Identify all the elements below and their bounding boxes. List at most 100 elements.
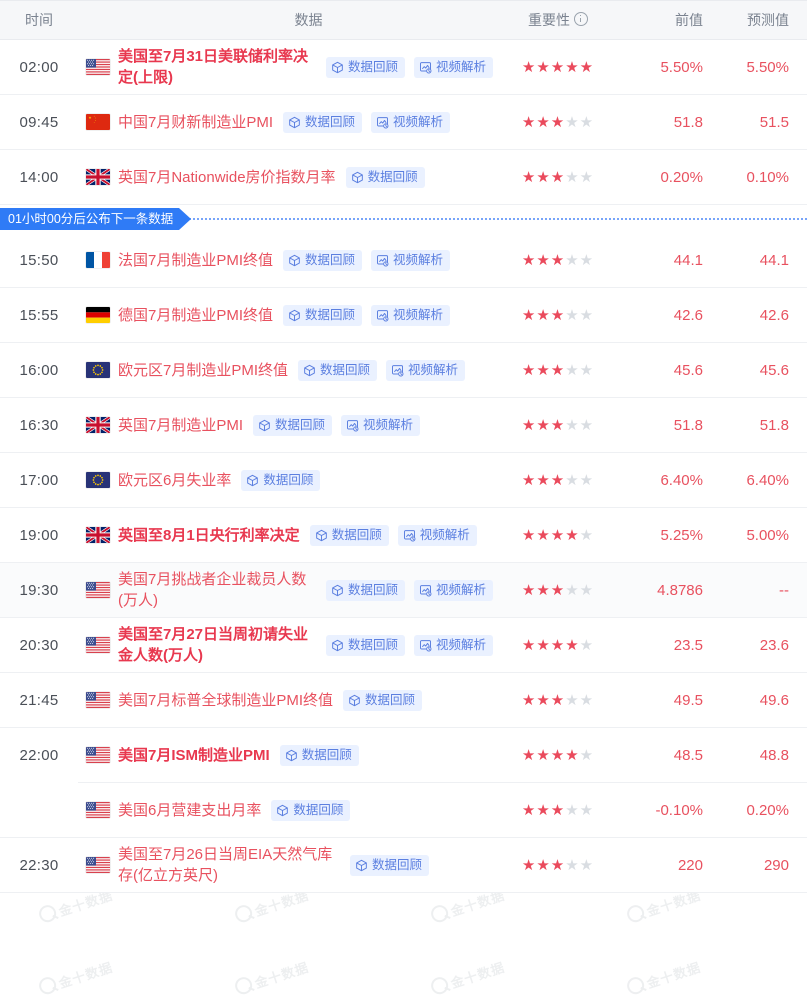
- action-button-label: 数据回顾: [305, 114, 356, 129]
- video-analysis-button[interactable]: 视频解析: [341, 414, 421, 436]
- action-button-label: 数据回顾: [347, 59, 398, 74]
- importance-stars: ★★★★★: [521, 636, 595, 654]
- video-analysis-button[interactable]: 视频解析: [413, 56, 493, 78]
- video-analysis-button[interactable]: 视频解析: [371, 304, 451, 326]
- cn-flag-icon: [78, 114, 118, 130]
- video-analysis-button[interactable]: 视频解析: [386, 359, 466, 381]
- data-review-button[interactable]: 数据回顾: [283, 249, 363, 271]
- forecast-value: 42.6: [759, 306, 789, 324]
- action-button-label: 视频解析: [393, 252, 444, 267]
- row-action-buttons: 数据回顾 视频解析: [325, 634, 493, 656]
- cube-icon: [355, 859, 368, 872]
- event-title-wrap: 欧元区7月制造业PMI终值: [118, 360, 288, 381]
- event-title[interactable]: 欧元区7月制造业PMI终值: [118, 361, 289, 379]
- data-review-button[interactable]: 数据回顾: [325, 56, 405, 78]
- action-button-label: 视频解析: [435, 582, 486, 597]
- video-chart-icon: [419, 61, 432, 74]
- event-title[interactable]: 英国7月制造业PMI: [118, 416, 244, 434]
- data-review-button[interactable]: 数据回顾: [325, 634, 405, 656]
- next-data-banner: 01小时00分后公布下一条数据: [0, 205, 807, 233]
- data-review-button[interactable]: 数据回顾: [350, 854, 430, 876]
- video-analysis-button[interactable]: 视频解析: [371, 111, 451, 133]
- video-chart-icon: [419, 639, 432, 652]
- header-data: 数据: [294, 12, 323, 28]
- row-action-buttons: 数据回顾: [279, 744, 359, 766]
- previous-value: 5.50%: [660, 58, 703, 76]
- data-review-button[interactable]: 数据回顾: [298, 359, 378, 381]
- event-title-wrap: 美国至7月31日美联储利率决定(上限): [118, 46, 316, 88]
- event-title[interactable]: 美国至7月27日当周初请失业金人数(万人): [118, 626, 309, 664]
- event-title[interactable]: 英国7月Nationwide房价指数月率: [118, 168, 336, 186]
- event-title[interactable]: 德国7月制造业PMI终值: [118, 306, 274, 324]
- event-title-wrap: 美国6月营建支出月率: [118, 800, 261, 821]
- event-title[interactable]: 法国7月制造业PMI终值: [118, 251, 274, 269]
- action-button-label: 数据回顾: [347, 637, 398, 652]
- event-title[interactable]: 美国7月标普全球制造业PMI终值: [118, 691, 334, 709]
- event-title[interactable]: 美国6月营建支出月率: [118, 801, 262, 819]
- data-review-button[interactable]: 数据回顾: [253, 414, 333, 436]
- action-button-label: 数据回顾: [301, 747, 352, 762]
- data-review-button[interactable]: 数据回顾: [325, 579, 405, 601]
- us-flag-icon: [78, 637, 118, 653]
- event-title[interactable]: 美国至7月31日美联储利率决定(上限): [118, 48, 309, 86]
- cube-icon: [288, 254, 301, 267]
- row-action-buttons: 数据回顾 视频解析: [325, 579, 493, 601]
- brand-watermark: 金十数据: [232, 957, 311, 999]
- previous-value: 0.20%: [660, 168, 703, 186]
- cube-icon: [351, 171, 364, 184]
- action-button-label: 数据回顾: [372, 857, 423, 872]
- video-chart-icon: [346, 419, 359, 432]
- data-review-button[interactable]: 数据回顾: [279, 744, 359, 766]
- data-review-button[interactable]: 数据回顾: [345, 166, 425, 188]
- row-time: 16:00: [19, 361, 59, 379]
- row-action-buttons: 数据回顾 视频解析: [283, 249, 451, 271]
- data-review-button[interactable]: 数据回顾: [309, 524, 389, 546]
- data-review-button[interactable]: 数据回顾: [283, 304, 363, 326]
- forecast-value: 23.6: [759, 636, 789, 654]
- video-analysis-button[interactable]: 视频解析: [413, 579, 493, 601]
- action-button-label: 数据回顾: [365, 692, 416, 707]
- action-button-label: 视频解析: [435, 637, 486, 652]
- data-review-button[interactable]: 数据回顾: [271, 799, 351, 821]
- action-button-label: 数据回顾: [305, 307, 356, 322]
- event-title[interactable]: 中国7月财新制造业PMI: [118, 113, 274, 131]
- event-title-wrap: 法国7月制造业PMI终值: [118, 250, 273, 271]
- event-title[interactable]: 美国至7月26日当周EIA天然气库存(亿立方英尺): [118, 846, 333, 884]
- video-analysis-button[interactable]: 视频解析: [413, 634, 493, 656]
- row-time: 22:30: [19, 856, 59, 874]
- row-action-buttons: 数据回顾: [350, 854, 430, 876]
- row-data-cell: 英国至8月1日央行利率决定数据回顾视频解析: [118, 524, 499, 546]
- event-title[interactable]: 英国至8月1日央行利率决定: [118, 526, 300, 544]
- event-title-wrap: 美国至7月26日当周EIA天然气库存(亿立方英尺): [118, 844, 340, 886]
- info-icon[interactable]: [574, 12, 588, 26]
- data-review-button[interactable]: 数据回顾: [283, 111, 363, 133]
- event-title[interactable]: 美国7月挑战者企业裁员人数(万人): [118, 571, 307, 609]
- data-review-button[interactable]: 数据回顾: [343, 689, 423, 711]
- table-row[interactable]: 美国6月营建支出月率数据回顾★★★★★-0.10%0.20%: [0, 783, 807, 838]
- data-review-button[interactable]: 数据回顾: [241, 469, 321, 491]
- header-time: 时间: [25, 12, 53, 28]
- event-title[interactable]: 美国7月ISM制造业PMI: [118, 746, 270, 764]
- previous-value: 4.8786: [657, 581, 703, 599]
- video-analysis-button[interactable]: 视频解析: [371, 249, 451, 271]
- row-data-cell: 美国7月挑战者企业裁员人数(万人) 数据回顾 视频解析: [118, 569, 499, 611]
- event-title[interactable]: 欧元区6月失业率: [118, 471, 232, 489]
- video-analysis-button[interactable]: 视频解析: [397, 524, 477, 546]
- uk-flag-icon: [78, 169, 118, 185]
- row-action-buttons: 数据回顾: [345, 166, 425, 188]
